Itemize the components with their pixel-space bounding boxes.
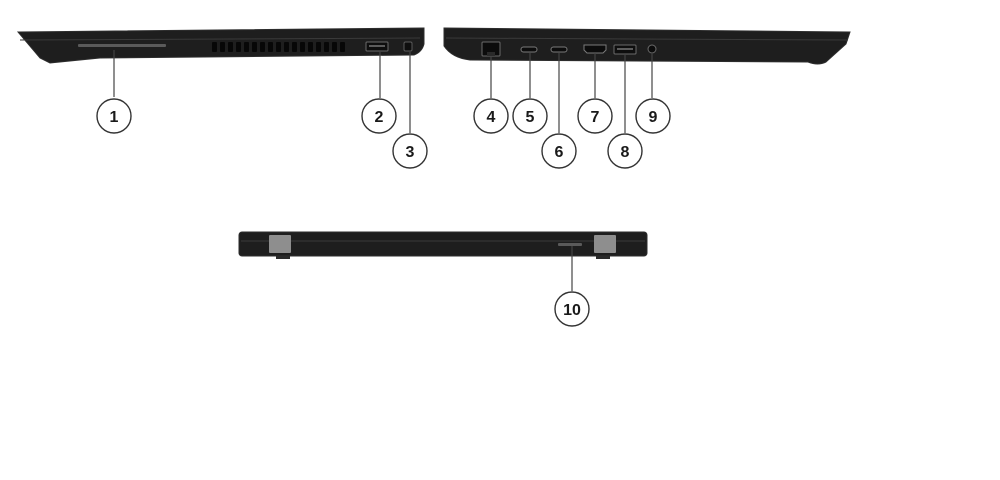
callout-number: 5 [526, 109, 535, 126]
vent-slat [252, 42, 257, 52]
vent-slat [276, 42, 281, 52]
vent-slat [324, 42, 329, 52]
ethernet-port-clip [487, 52, 495, 56]
callout-1: 1 [96, 98, 132, 134]
callout-9: 9 [635, 98, 671, 134]
callout-number: 4 [487, 109, 496, 126]
vent-slat [212, 42, 217, 52]
callout-circle [577, 98, 613, 134]
vent-slat [268, 42, 273, 52]
usb-c-port-1 [520, 46, 538, 53]
vent-slat [236, 42, 241, 52]
callout-number: 7 [591, 109, 600, 126]
usb-a-port-right-tongue [617, 48, 633, 50]
callout-number: 8 [621, 144, 630, 161]
vent-slat [332, 42, 337, 52]
vent-slat [308, 42, 313, 52]
callout-number: 10 [563, 302, 581, 319]
hinge-right [594, 235, 616, 253]
callout-10: 10 [554, 291, 590, 327]
hdmi-port [583, 44, 607, 54]
leader-lines [113, 50, 653, 291]
nano-sim-slot [558, 243, 582, 246]
callout-8: 8 [607, 133, 643, 169]
vent-slat [292, 42, 297, 52]
usb-c-port-2 [550, 46, 568, 53]
callout-2: 2 [361, 98, 397, 134]
callout-7: 7 [577, 98, 613, 134]
vent-slat [260, 42, 265, 52]
callout-circle [361, 98, 397, 134]
security-lock-slot [403, 41, 413, 52]
foot-left [276, 256, 290, 259]
callout-number: 6 [555, 144, 564, 161]
callout-4: 4 [473, 98, 509, 134]
rear-chassis [238, 231, 648, 257]
right-side-lid-line [445, 37, 849, 41]
callout-3: 3 [392, 133, 428, 169]
vent-slat [220, 42, 225, 52]
audio-jack [647, 44, 657, 54]
vent-slat [284, 42, 289, 52]
hinge-left [269, 235, 291, 253]
air-vent [212, 42, 345, 52]
callout-number: 1 [110, 109, 119, 126]
callout-circle [607, 133, 643, 169]
left-side-lid-line [19, 37, 421, 41]
vent-slat [340, 42, 345, 52]
callout-circle [541, 133, 577, 169]
callout-circle [473, 98, 509, 134]
callout-5: 5 [512, 98, 548, 134]
vent-slat [244, 42, 249, 52]
callout-circle [635, 98, 671, 134]
callout-circle [392, 133, 428, 169]
callout-circle [554, 291, 590, 327]
right-side-view [443, 27, 851, 65]
vent-slat [300, 42, 305, 52]
callouts: 1 2 3 4 5 6 7 8 [96, 98, 671, 327]
rear-view [238, 231, 648, 259]
callout-number: 2 [375, 109, 384, 126]
left-side-view [16, 27, 425, 64]
right-side-chassis [443, 27, 851, 65]
callout-circle [512, 98, 548, 134]
foot-right [596, 256, 610, 259]
callout-circle [96, 98, 132, 134]
vent-slat [228, 42, 233, 52]
callout-6: 6 [541, 133, 577, 169]
callout-number: 3 [406, 144, 415, 161]
smart-card-slot [78, 44, 166, 47]
callout-number: 9 [649, 109, 658, 126]
usb-a-port-left-tongue [369, 45, 385, 47]
vent-slat [316, 42, 321, 52]
